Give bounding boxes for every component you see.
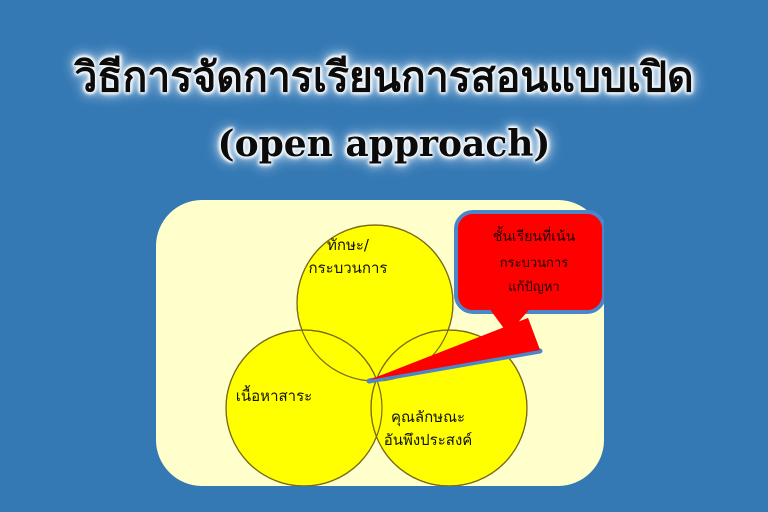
circle-content xyxy=(225,329,383,486)
circle-traits-outline xyxy=(370,329,528,486)
callout-bubble-inner xyxy=(458,214,602,310)
venn-diagram-panel: ทักษะ/ กระบวนการ เนื้อหาสาระ คุณลักษณะ อ… xyxy=(156,200,604,486)
slide-title: วิธีการจัดการเรียนการสอนแบบเปิด (open ap… xyxy=(0,48,768,166)
callout-pointer-wedge-top xyxy=(369,318,540,380)
title-line-thai: วิธีการจัดการเรียนการสอนแบบเปิด xyxy=(74,53,694,101)
title-line-english: (open approach) xyxy=(217,123,551,165)
circle-content-outline xyxy=(225,329,383,486)
callout-pointer-highlight xyxy=(366,348,543,384)
venn-diagram-graphic xyxy=(156,200,604,486)
callout-bubble-tail xyxy=(486,304,534,334)
